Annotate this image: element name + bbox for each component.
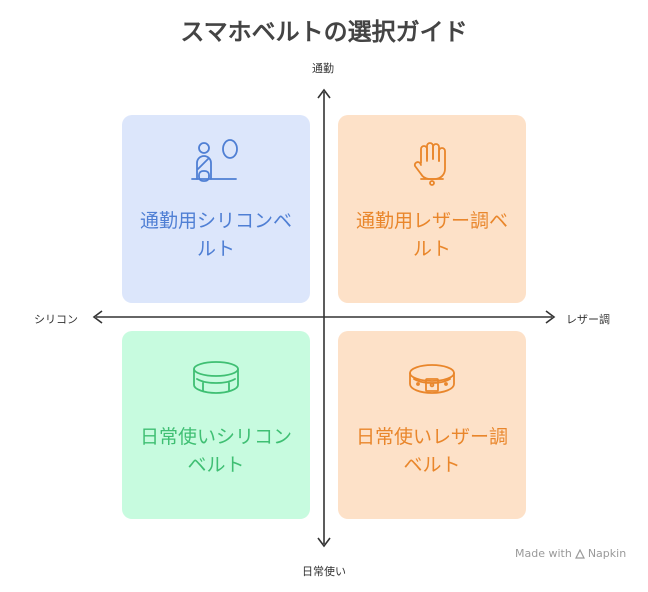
- quadrant-commute-leather: 通勤用レザー調ベルト: [338, 115, 526, 303]
- watermark: Made with Napkin: [515, 547, 626, 560]
- axis-label-right: レザー調: [566, 313, 610, 326]
- quadrant-label: 日常使いシリコンベルト: [139, 426, 292, 476]
- quadrant-label: 通勤用シリコンベルト: [139, 210, 292, 260]
- quadrant-label: 日常使いレザー調ベルト: [355, 426, 508, 476]
- quadrant-daily-silicone: 日常使いシリコンベルト: [122, 331, 310, 519]
- watermark-made-with: Made with: [515, 547, 572, 560]
- quadrant-label: 通勤用レザー調ベルト: [355, 210, 508, 260]
- quadrant-commute-silicone: 通勤用シリコンベルト: [122, 115, 310, 303]
- axis-label-left: シリコン: [34, 313, 78, 326]
- silicone-band-icon: [122, 353, 310, 407]
- quadrant-daily-leather: 日常使いレザー調ベルト: [338, 331, 526, 519]
- page-title: スマホベルトの選択ガイド: [180, 18, 468, 46]
- axis-label-top: 通勤: [312, 62, 334, 75]
- glove-icon: [338, 137, 526, 191]
- axis-label-bottom: 日常使い: [302, 565, 346, 578]
- napkin-logo-icon: [574, 548, 585, 559]
- leather-belt-icon: [338, 353, 526, 407]
- watermark-brand: Napkin: [587, 547, 627, 560]
- person-seated-icon: [122, 137, 310, 191]
